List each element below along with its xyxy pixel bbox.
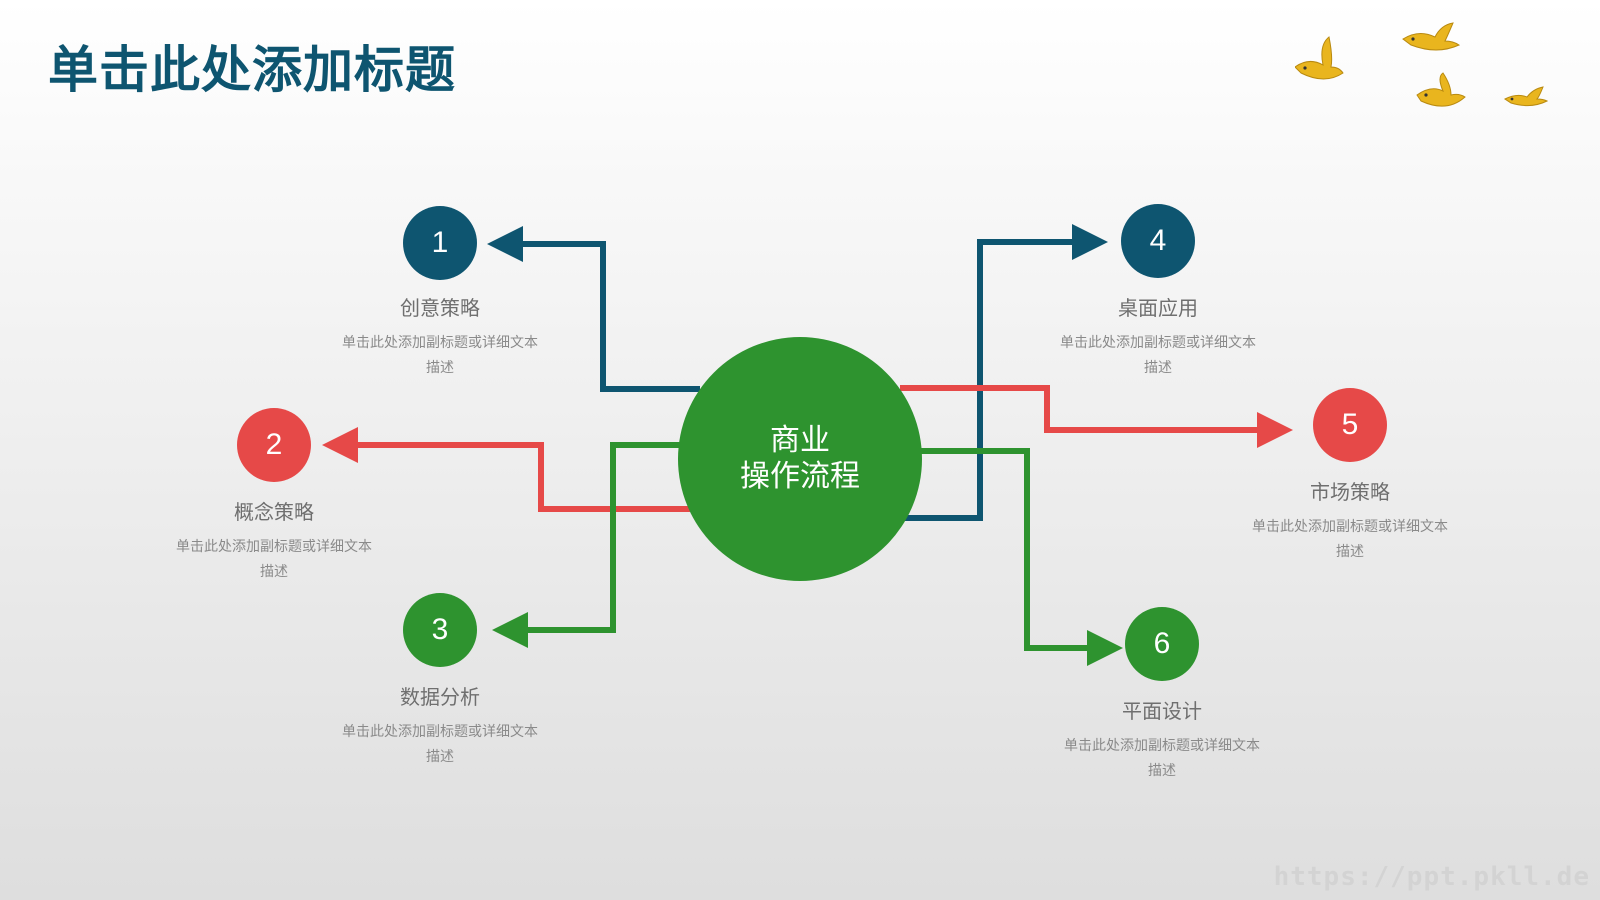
node-5-label: 市场策略 单击此处添加副标题或详细文本 描述 bbox=[1230, 476, 1470, 565]
arrow-to-node-3 bbox=[492, 442, 690, 648]
node-3-circle[interactable]: 3 bbox=[403, 593, 477, 667]
node-2-desc-line1: 单击此处添加副标题或详细文本 bbox=[176, 539, 372, 555]
node-1-circle[interactable]: 1 bbox=[403, 206, 477, 280]
node-6-circle[interactable]: 6 bbox=[1125, 607, 1199, 681]
node-1-desc-line2: 描述 bbox=[426, 360, 454, 376]
node-4-label: 桌面应用 单击此处添加副标题或详细文本 描述 bbox=[1038, 292, 1278, 381]
node-5-desc-line2: 描述 bbox=[1336, 544, 1364, 560]
node-2-desc-line2: 描述 bbox=[260, 564, 288, 580]
node-4-desc-line2: 描述 bbox=[1144, 360, 1172, 376]
arrow-to-node-6 bbox=[915, 448, 1123, 666]
node-2-desc[interactable]: 单击此处添加副标题或详细文本 描述 bbox=[154, 535, 394, 585]
node-4-desc-line1: 单击此处添加副标题或详细文本 bbox=[1060, 335, 1256, 351]
center-title-line1: 商业 bbox=[770, 423, 830, 458]
node-6-label: 平面设计 单击此处添加副标题或详细文本 描述 bbox=[1042, 695, 1282, 784]
node-1-label: 创意策略 单击此处添加副标题或详细文本 描述 bbox=[320, 292, 560, 381]
bird-icon bbox=[1416, 72, 1466, 107]
node-3-desc-line1: 单击此处添加副标题或详细文本 bbox=[342, 724, 538, 740]
node-6-desc-line2: 描述 bbox=[1148, 763, 1176, 779]
node-5-name[interactable]: 市场策略 bbox=[1310, 480, 1390, 504]
node-5-desc-line1: 单击此处添加副标题或详细文本 bbox=[1252, 519, 1448, 535]
node-4-name[interactable]: 桌面应用 bbox=[1118, 296, 1198, 320]
arrow-to-node-1 bbox=[487, 226, 700, 392]
node-5-circle[interactable]: 5 bbox=[1313, 388, 1387, 462]
node-6-desc-line1: 单击此处添加副标题或详细文本 bbox=[1064, 738, 1260, 754]
watermark-text: https://ppt.pkll.de bbox=[1273, 862, 1590, 892]
bird-icon bbox=[1295, 36, 1344, 80]
bird-icon bbox=[1504, 86, 1549, 107]
node-1-name[interactable]: 创意策略 bbox=[400, 296, 480, 320]
node-5-desc[interactable]: 单击此处添加副标题或详细文本 描述 bbox=[1230, 515, 1470, 565]
node-2-name[interactable]: 概念策略 bbox=[234, 500, 314, 524]
center-circle[interactable]: 商业 操作流程 bbox=[678, 337, 922, 581]
node-3-desc[interactable]: 单击此处添加副标题或详细文本 描述 bbox=[320, 720, 560, 770]
node-3-name[interactable]: 数据分析 bbox=[400, 685, 480, 709]
node-4-circle[interactable]: 4 bbox=[1121, 204, 1195, 278]
node-6-name[interactable]: 平面设计 bbox=[1122, 699, 1202, 723]
page-title[interactable]: 单击此处添加标题 bbox=[48, 41, 456, 99]
node-3-label: 数据分析 单击此处添加副标题或详细文本 描述 bbox=[320, 681, 560, 770]
flying-birds-icon bbox=[1295, 22, 1549, 107]
center-title-line2: 操作流程 bbox=[740, 459, 860, 494]
arrow-to-node-5 bbox=[900, 385, 1293, 448]
node-3-desc-line2: 描述 bbox=[426, 749, 454, 765]
bird-icon bbox=[1402, 22, 1461, 51]
arrow-to-node-4 bbox=[905, 224, 1108, 521]
node-1-desc[interactable]: 单击此处添加副标题或详细文本 描述 bbox=[320, 331, 560, 381]
node-2-circle[interactable]: 2 bbox=[237, 408, 311, 482]
node-6-desc[interactable]: 单击此处添加副标题或详细文本 描述 bbox=[1042, 734, 1282, 784]
node-2-label: 概念策略 单击此处添加副标题或详细文本 描述 bbox=[154, 496, 394, 585]
node-1-desc-line1: 单击此处添加副标题或详细文本 bbox=[342, 335, 538, 351]
node-4-desc[interactable]: 单击此处添加副标题或详细文本 描述 bbox=[1038, 331, 1278, 381]
